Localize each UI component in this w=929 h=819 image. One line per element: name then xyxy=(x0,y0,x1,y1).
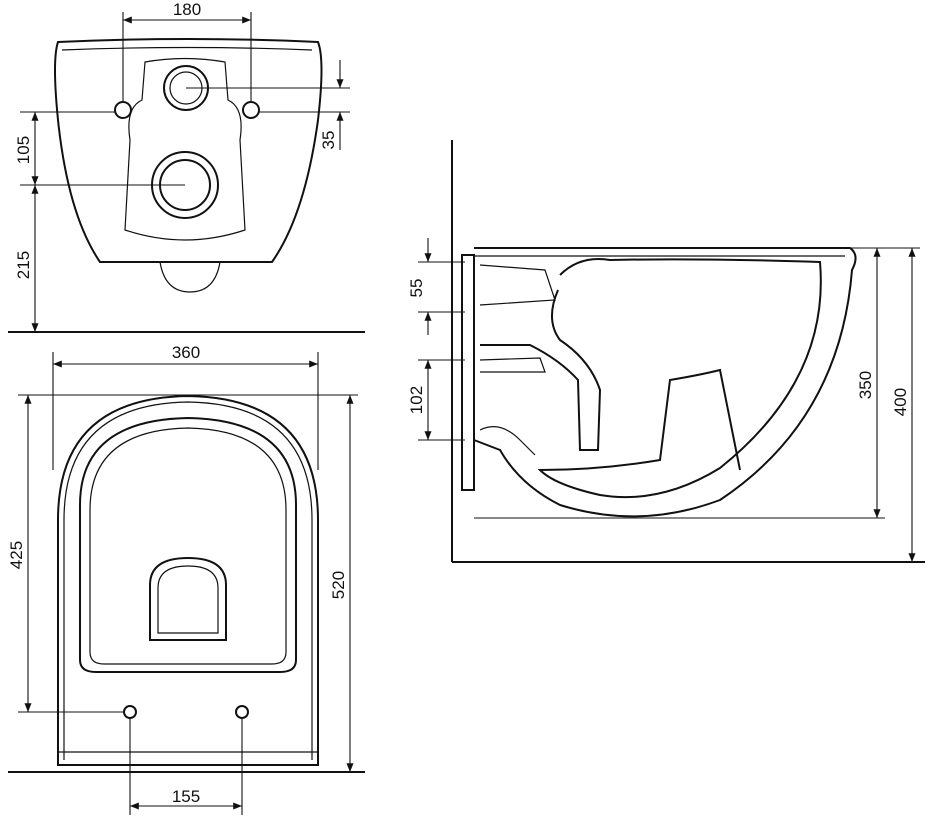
dim-425: 425 xyxy=(7,541,26,569)
side-view: 55 102 350 400 xyxy=(407,140,925,563)
front-view: 180 105 215 35 xyxy=(8,0,365,333)
fixing-hole-right xyxy=(242,101,260,119)
dim-180: 180 xyxy=(173,0,201,19)
dim-400: 400 xyxy=(891,388,910,416)
dim-35: 35 xyxy=(319,131,338,150)
fixing-hole-left xyxy=(114,101,132,119)
fixing-hole-right xyxy=(235,705,249,719)
top-view: 360 425 520 155 xyxy=(7,343,365,815)
dim-102: 102 xyxy=(407,386,426,414)
dim-55: 55 xyxy=(407,279,426,298)
dim-105: 105 xyxy=(14,136,33,164)
dim-350: 350 xyxy=(856,371,875,399)
dim-155: 155 xyxy=(172,787,200,806)
dim-360: 360 xyxy=(172,343,200,362)
fixing-hole-left xyxy=(123,705,137,719)
dim-215: 215 xyxy=(14,251,33,279)
dim-520: 520 xyxy=(329,571,348,599)
